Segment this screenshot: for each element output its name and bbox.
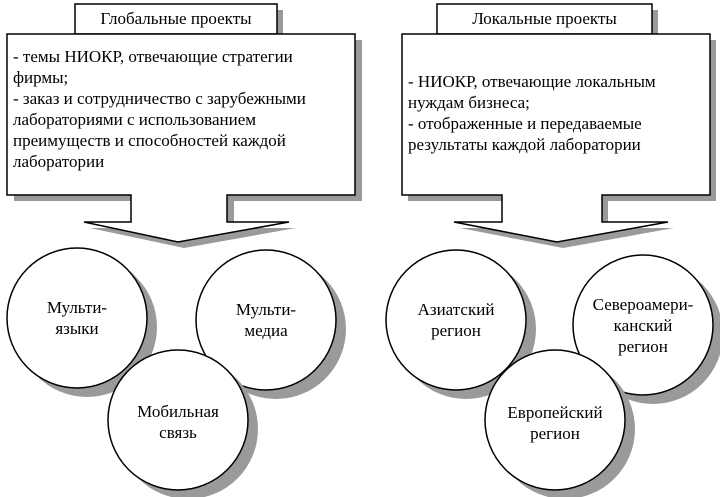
circle-europe [484, 349, 626, 491]
circle-label-line: языки [55, 319, 99, 338]
local-callout-box [401, 33, 711, 243]
circle-label-europe: Европейский регион [490, 383, 620, 463]
circle-multi-languages [6, 247, 148, 389]
global-bullet-list: - темы НИОКР, отвечающие стратегии фирмы… [13, 46, 353, 172]
global-title-box [74, 3, 278, 35]
local-title: Локальные проекты [472, 9, 617, 28]
circle-label-line: Мульти- [235, 300, 297, 319]
circle-label-line: Европейский [507, 403, 603, 422]
circle-label-multi-languages: Мульти- языки [17, 278, 137, 358]
circle-label-asia: Азиатский регион [391, 280, 521, 360]
circle-mobile [107, 349, 249, 491]
circle-label-line: Североамери- [592, 294, 694, 314]
circle-label-line: медиа [244, 321, 288, 340]
local-bullet-list: - НИОКР, отвечающие локальным нуждам биз… [408, 71, 708, 155]
circle-label-mobile: Мобильная связь [113, 382, 243, 462]
circle-label-line: Азиатский [417, 300, 495, 319]
circle-label-line: регион [431, 321, 481, 340]
circle-north-america [572, 254, 714, 396]
local-bullet-line: - НИОКР, отвечающие локальным [408, 72, 656, 91]
global-title: Глобальные проекты [100, 9, 252, 28]
local-bullet-line: результаты каждой лаборатории [408, 135, 641, 154]
global-bullet-line: фирмы; [13, 68, 69, 87]
local-bullet-line: - отображенные и передаваемые [408, 114, 642, 133]
circle-label-north-america: Североамери- канский регион [580, 285, 706, 365]
circle-multimedia [195, 249, 337, 391]
global-bullet-line: лаборатории [13, 152, 105, 171]
circle-asia [385, 249, 527, 391]
global-bullet-line: - заказ и сотрудничество с зарубежными [13, 89, 306, 108]
circle-label-line: регион [618, 336, 668, 356]
global-bullet-line: лабораториями с использованием [13, 110, 257, 129]
circle-label-line: связь [159, 423, 197, 442]
global-callout-box [6, 33, 356, 243]
global-bullet-line: - темы НИОКР, отвечающие стратегии [13, 47, 293, 66]
circle-label-line: Мобильная [137, 402, 219, 421]
local-bullet-line: нуждам бизнеса; [408, 93, 530, 112]
circle-label-multimedia: Мульти- медиа [206, 280, 326, 360]
local-title-box [436, 3, 653, 35]
circle-label-line: канский [613, 315, 673, 335]
global-bullet-line: преимуществ и способностей каждой [13, 131, 286, 150]
circle-label-line: регион [530, 424, 580, 443]
circle-label-line: Мульти- [46, 298, 108, 317]
